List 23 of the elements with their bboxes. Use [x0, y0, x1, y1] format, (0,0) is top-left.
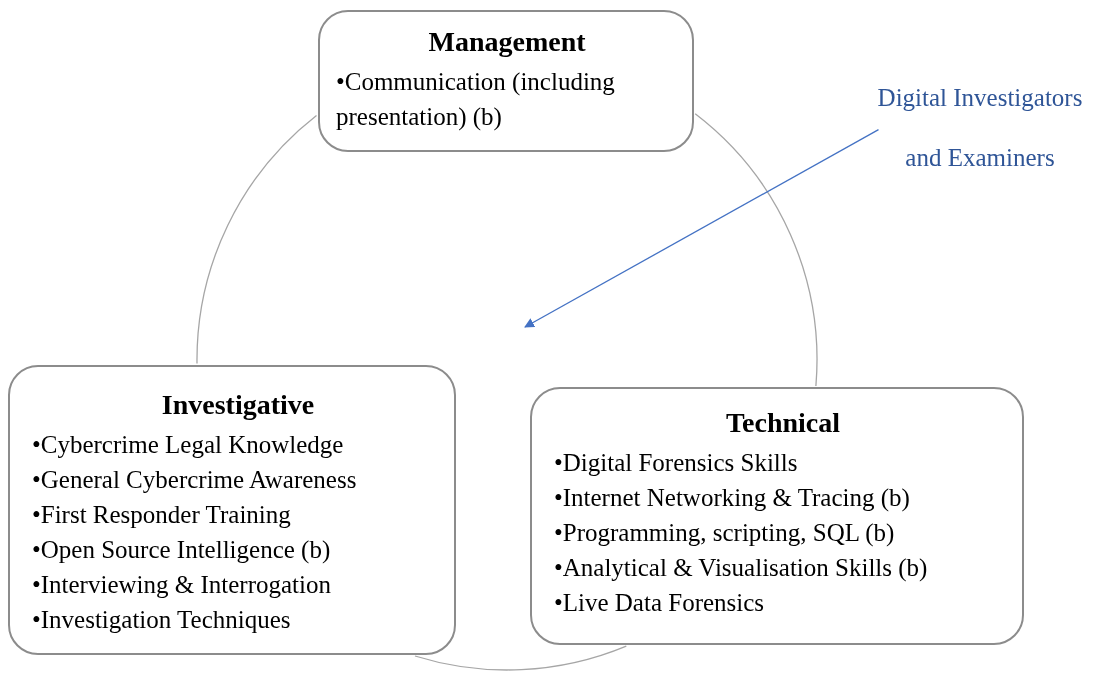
bullet-item: •Open Source Intelligence (b) [32, 535, 332, 566]
callout-text: Digital Investigators and Examiners [862, 68, 1098, 178]
card-heading: Management [427, 26, 587, 58]
card-heading: Investigative [160, 389, 316, 421]
connector-arc [694, 113, 818, 387]
bullet-item: •Live Data Forensics [554, 588, 766, 618]
bullet-item: •General Cybercrime Awareness [32, 465, 358, 495]
bullet-item: •Cybercrime Legal Knowledge [32, 430, 345, 460]
bullet-item: •Analytical & Visualisation Skills (b) [554, 553, 929, 584]
bullet-item: •Programming, scripting, SQL (b) [554, 518, 896, 549]
bullet-item: •Communication (including presentation) (b) [336, 67, 616, 133]
bullet-item: •Digital Forensics Skills [554, 448, 799, 478]
bullet-item: •Internet Networking & Tracing (b) [554, 483, 911, 514]
skill-card [318, 10, 694, 152]
card-heading: Technical [724, 407, 842, 439]
bullet-item: •First Responder Training [32, 500, 292, 530]
skill-card [8, 365, 456, 655]
connector-arc [414, 645, 627, 671]
bullet-item: •Interviewing & Interrogation [32, 570, 332, 600]
arrow [524, 128, 880, 328]
bullet-item: •Investigation Techniques [32, 605, 292, 635]
skill-card [530, 387, 1024, 645]
connector-arc [196, 114, 318, 365]
